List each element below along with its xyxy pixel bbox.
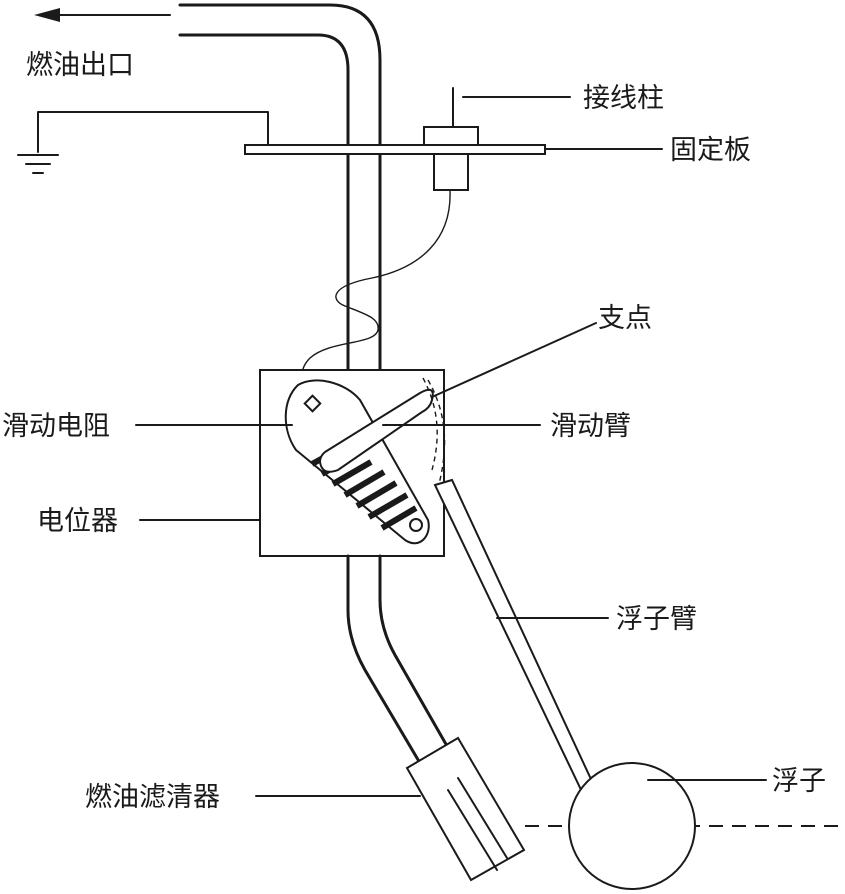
label-sliding-resistor: 滑动电阻 — [2, 411, 110, 442]
label-mounting-plate: 固定板 — [670, 135, 751, 166]
lower-pipe — [346, 554, 457, 782]
label-pivot: 支点 — [598, 303, 652, 334]
sliding-arm — [318, 388, 434, 473]
sliding-resistor — [284, 379, 430, 545]
signal-wire — [301, 189, 451, 393]
fuel-filter — [405, 736, 526, 882]
label-fuel-outlet: 燃油出口 — [26, 50, 134, 81]
outlet-arrow — [34, 8, 171, 22]
label-terminal-post: 接线柱 — [583, 83, 664, 114]
label-float: 浮子 — [772, 766, 826, 797]
leader-lines — [135, 96, 767, 797]
terminal-post — [423, 87, 479, 191]
label-potentiometer: 电位器 — [37, 506, 118, 537]
label-sliding-arm: 滑动臂 — [550, 411, 631, 442]
label-fuel-filter: 燃油滤清器 — [85, 782, 220, 813]
float-ball — [568, 762, 696, 890]
label-float-arm: 浮子臂 — [616, 604, 697, 635]
mounting-plate — [244, 144, 546, 155]
ground-symbol — [17, 111, 269, 174]
fuel-outlet-pipe — [178, 3, 382, 372]
